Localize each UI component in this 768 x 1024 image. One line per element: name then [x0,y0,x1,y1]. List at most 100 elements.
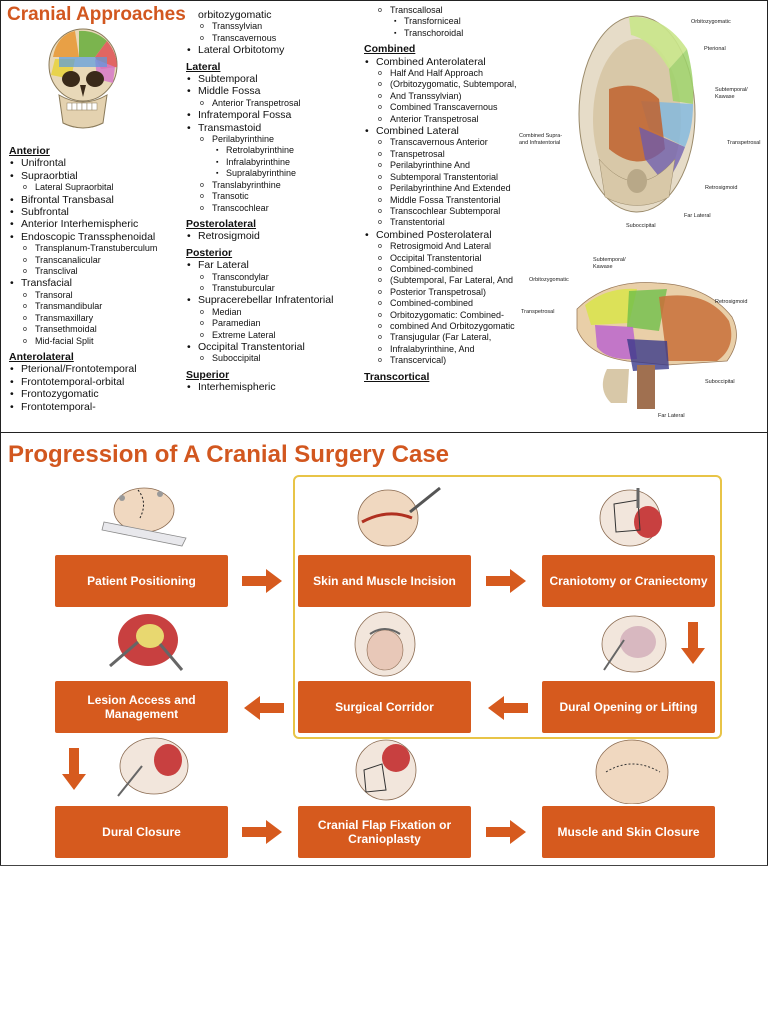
approach-item: Transfacial [9,277,187,290]
approach-item: Paramedian [186,318,366,330]
approach-item: Frontotemporal- [9,401,187,414]
approach-item: Retrolabyrinthine [186,145,366,157]
arrow-right-icon [242,820,282,844]
label-subtemporal-kawase: Subtemporal/ Kawase [715,87,748,100]
approach-item: Transcavernous Anterior [364,137,574,149]
section-heading: Posterolateral [186,217,257,230]
approach-item: Extreme Lateral [186,330,366,342]
approach-item: Perilabyrinthine And [364,160,574,172]
approach-item: Middle Fossa [186,85,366,98]
approach-item: Supracerebellar Infratentorial [186,294,366,307]
label-subtemporal-kawase-2: Subtemporal/ Kawase [593,257,626,270]
approach-item: Transmaxillary [9,313,187,325]
arrow-down-icon [62,748,86,790]
approaches-column-3: TranscallosalTransfornicealTranschoroida… [364,5,574,383]
approach-item: Transcallosal [364,5,574,17]
patient-positioning-illustration [101,487,187,547]
approach-item: Retrosigmoid [186,230,366,243]
approach-item: Transcervical) [364,355,574,367]
arrow-left-icon [488,696,528,720]
approach-item: Transtentorial [364,217,574,229]
blank-area [0,865,768,1024]
approach-item: Anterior Interhemispheric [9,218,187,231]
approach-item: Orbitozygomatic: Combined- [364,310,574,322]
approach-item: Combined Posterolateral [364,229,574,242]
step-patient-positioning: Patient Positioning [55,555,228,607]
approach-item: Infratemporal Fossa [186,109,366,122]
step-flap-fixation: Cranial Flap Fixation or Cranioplasty [298,806,471,858]
approach-item: Transcondylar [186,272,366,284]
approach-item: Transmastoid [186,122,366,135]
section-heading: Anterior [9,145,50,157]
approach-item: Subfrontal [9,206,187,219]
approach-item: Transcavernous [186,33,366,45]
approach-item: Anterior Transpetrosal [364,114,574,126]
lesion-access-illustration [109,614,184,671]
step-lesion-access: Lesion Access and Management [55,681,228,733]
step-craniotomy: Craniotomy or Craniectomy [542,555,715,607]
step-dural-opening: Dural Opening or Lifting [542,681,715,733]
surgical-corridor-illustration [354,611,416,677]
approach-item: Transpetrosal [364,149,574,161]
cranial-approaches-panel: Cranial Approaches AnteriorUnifrontalSup… [0,0,768,433]
approach-item: Transcochlear Subtemporal [364,206,574,218]
step-skin-closure: Muscle and Skin Closure [542,806,715,858]
arrow-left-icon [244,696,284,720]
approach-item: Combined Transcavernous [364,102,574,114]
label-transpetrosal: Transpetrosal [727,140,761,146]
approach-item: (Orbitozygomatic, Subtemporal, [364,79,574,91]
highlight-frame [293,475,722,739]
approach-item: Frontozygomatic [9,388,187,401]
skull-illustration [48,28,118,129]
approach-item: (Subtemporal, Far Lateral, And [364,275,574,287]
label-retrosigmoid-2: Retrosigmoid [715,299,748,305]
approach-item: Mid-facial Split [9,336,187,348]
section-heading: Transcortical [364,370,430,383]
approach-item: Half And Half Approach [364,68,574,80]
label-far-lateral-2: Far Lateral [658,413,685,419]
approach-item: Transcanalicular [9,255,187,267]
approaches-column-1: AnteriorUnifrontalSupraorbtialLateral Su… [9,141,187,413]
approach-item: Median [186,307,366,319]
skull-base-approaches-illustration [578,15,696,213]
label-retrosigmoid: Retrosigmoid [705,185,738,191]
approach-item: Subtemporal [186,73,366,86]
approach-item: combined And Orbitozygomatic [364,321,574,333]
craniotomy-illustration [599,488,662,547]
approach-item: Perilabyrinthine And Extended [364,183,574,195]
approach-item: Transcochlear [186,203,366,215]
approach-item: Transoral [9,290,187,302]
approach-item: Supraorbtial [9,170,187,183]
approach-item: Retrosigmoid And Lateral [364,241,574,253]
approach-item: Unifrontal [9,157,187,170]
arrow-right-icon [486,820,526,844]
approach-item: Subtemporal Transtentorial [364,172,574,184]
approach-item: Occipital Transtentorial [186,341,366,354]
approach-item: Transmandibular [9,301,187,313]
flap-fixation-illustration [355,739,417,801]
approach-item: Combined-combined [364,298,574,310]
approach-item: Transclival [9,266,187,278]
approach-item: Translabyrinthine [186,180,366,192]
panel-title: Cranial Approaches [7,4,186,25]
panel-title: Progression of A Cranial Surgery Case [8,441,450,468]
approach-item: Suboccipital [186,353,366,365]
label-combined-supra-infratentorial: Combined Supra- and Infratentorial [519,133,563,146]
approach-item: Lateral Supraorbital [9,182,187,194]
approach-item: Transtuburcular [186,283,366,295]
approach-item: Infralabyrinthine, And [364,344,574,356]
label-pterional: Pterional [704,46,726,52]
approach-item: Transchoroidal [364,28,574,40]
approach-item: Pterional/Frontotemporal [9,363,187,376]
approach-item: Occipital Transtentorial [364,253,574,265]
approach-item: Anterior Transpetrosal [186,98,366,110]
approach-item: Frontotemporal-orbital [9,376,187,389]
label-orbitozygomatic: Orbitozygomatic [691,19,731,25]
approach-item: Endoscopic Transsphenoidal [9,231,187,244]
approach-item: Transethmoidal [9,324,187,336]
label-transpetrosal-2: Transpetrosal [521,309,555,315]
approach-item: Lateral Orbitotomy [186,44,366,57]
approach-item: Transjugular (Far Lateral, [364,332,574,344]
label-orbitozygomatic-2: Orbitozygomatic [529,277,569,283]
step-dural-closure: Dural Closure [55,806,228,858]
